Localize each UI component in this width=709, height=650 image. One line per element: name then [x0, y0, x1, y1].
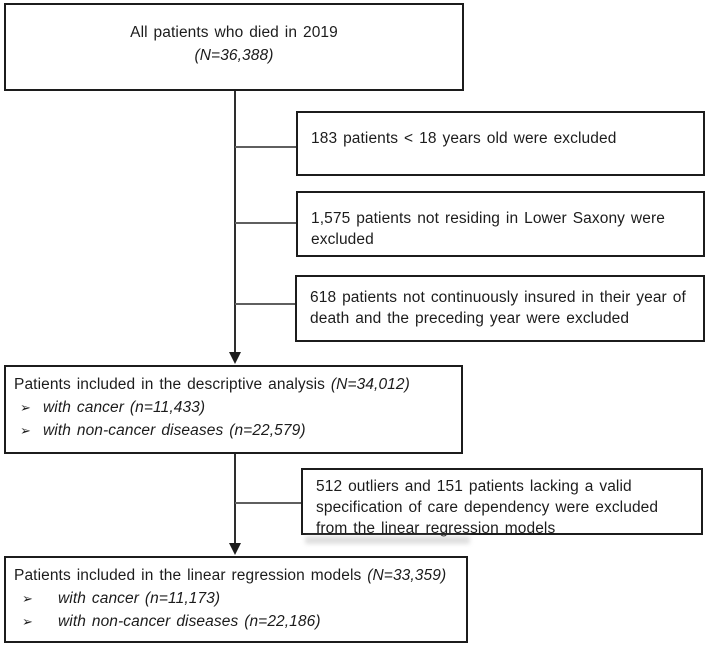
bullet-arrow-icon: ➢	[22, 614, 33, 629]
exclusion-box-not-insured-text: 618 patients not continuously insured in…	[310, 289, 686, 327]
exclusion-box-outliers-text: 512 outliers and 151 patients lacking a …	[316, 478, 659, 537]
descriptive-bullet-noncancer: ➢ with non-cancer diseases (n=22,579)	[14, 419, 451, 442]
regression-bullet-cancer-text: with cancer (n=11,173)	[58, 590, 221, 607]
descriptive-analysis-title: Patients included in the descriptive ana…	[14, 373, 451, 396]
exclusion-box-under-18-text: 183 patients < 18 years old were exclude…	[311, 130, 617, 147]
branch-line-2	[235, 222, 296, 224]
bullet-arrow-icon: ➢	[20, 400, 31, 415]
branch-line-4	[235, 502, 301, 504]
descriptive-bullet-noncancer-text: with non-cancer diseases (n=22,579)	[43, 422, 306, 439]
bullet-arrow-icon: ➢	[22, 591, 33, 606]
descriptive-bullet-cancer-text: with cancer (n=11,433)	[43, 399, 206, 416]
bullet-arrow-icon: ➢	[20, 423, 31, 438]
descriptive-analysis-title-text: Patients included in the descriptive ana…	[14, 376, 331, 393]
down-arrowhead-2	[229, 543, 241, 555]
branch-line-1	[235, 146, 296, 148]
exclusion-box-lower-saxony-text: 1,575 patients not residing in Lower Sax…	[311, 210, 665, 248]
regression-bullet-cancer: ➢ with cancer (n=11,173)	[14, 587, 456, 610]
exclusion-box-outliers: 512 outliers and 151 patients lacking a …	[301, 468, 703, 537]
scan-watermark-artifact	[305, 536, 470, 544]
exclusion-box-under-18: 183 patients < 18 years old were exclude…	[296, 111, 705, 176]
main-flow-line-1	[234, 91, 236, 352]
regression-models-count: (N=33,359)	[367, 567, 447, 584]
descriptive-analysis-box: Patients included in the descriptive ana…	[4, 365, 463, 454]
descriptive-analysis-count: (N=34,012)	[330, 376, 410, 393]
exclusion-box-not-insured: 618 patients not continuously insured in…	[295, 275, 705, 342]
exclusion-box-lower-saxony: 1,575 patients not residing in Lower Sax…	[296, 191, 705, 257]
regression-models-title-text: Patients included in the linear regressi…	[14, 567, 368, 584]
top-box-line1: All patients who died in 2019	[130, 24, 338, 41]
down-arrowhead-1	[229, 352, 241, 364]
top-box-all-patients: All patients who died in 2019 (N=36,388)	[4, 3, 464, 91]
regression-models-title: Patients included in the linear regressi…	[14, 564, 456, 587]
regression-bullet-noncancer-text: with non-cancer diseases (n=22,186)	[58, 613, 321, 630]
descriptive-bullet-cancer: ➢ with cancer (n=11,433)	[14, 396, 451, 419]
branch-line-3	[235, 303, 295, 305]
regression-models-box: Patients included in the linear regressi…	[4, 556, 468, 643]
main-flow-line-2	[234, 454, 236, 543]
regression-bullet-noncancer: ➢ with non-cancer diseases (n=22,186)	[14, 610, 456, 633]
top-box-count: (N=36,388)	[194, 47, 274, 64]
